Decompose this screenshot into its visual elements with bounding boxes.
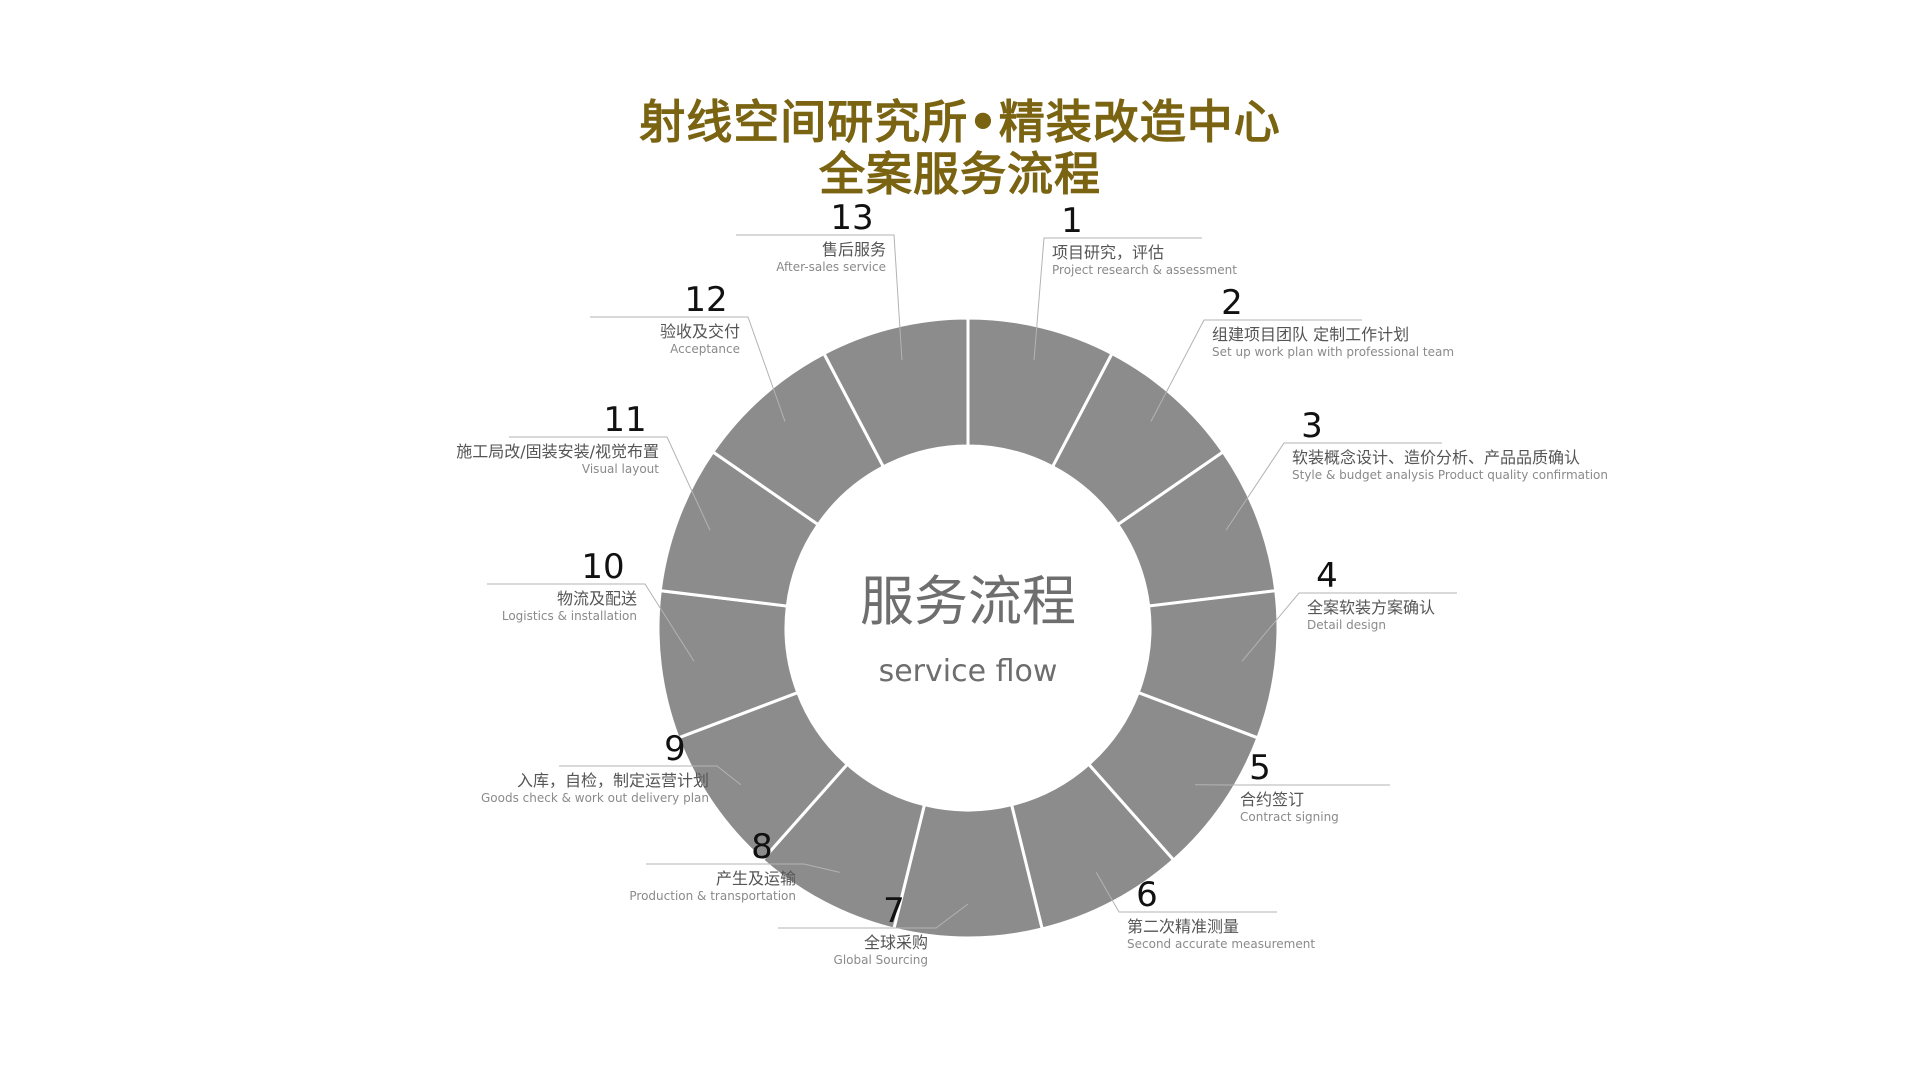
leader-line-13 <box>736 234 903 361</box>
step-label-zh: 施工局改/固装安装/视觉布置 <box>456 442 659 461</box>
step-number: 5 <box>1249 748 1271 788</box>
step-number: 6 <box>1136 875 1158 915</box>
step-label-en: After-sales service <box>776 260 886 274</box>
step-label-en: Logistics & installation <box>502 609 637 623</box>
step-label-zh: 入库，自检，制定运营计划 <box>517 771 709 790</box>
step-number: 11 <box>603 400 646 440</box>
leader-line-7 <box>778 903 969 929</box>
step-number: 9 <box>664 729 686 769</box>
step-label-zh: 项目研究，评估 <box>1052 243 1164 262</box>
ring-segment-13 <box>821 316 970 469</box>
step-number: 2 <box>1221 283 1243 323</box>
step-number: 10 <box>581 547 624 587</box>
step-label-zh: 售后服务 <box>822 240 886 259</box>
step-label-zh: 第二次精准测量 <box>1127 917 1239 936</box>
center-title: 服务流程 <box>860 570 1076 633</box>
step-number: 4 <box>1316 556 1338 596</box>
leader-line-12 <box>590 316 786 422</box>
step-label-zh: 软装概念设计、造价分析、产品品质确认 <box>1292 448 1580 467</box>
leader-line-8 <box>646 863 840 873</box>
leader-line-2 <box>1150 319 1362 422</box>
step-label-en: Goods check & work out delivery plan <box>481 791 709 805</box>
step-label-zh: 验收及交付 <box>660 322 740 341</box>
step-label-en: Production & transportation <box>629 889 796 903</box>
step-number: 1 <box>1061 201 1083 241</box>
step-label-en: Global Sourcing <box>834 953 928 967</box>
step-label-en: Style & budget analysis Product quality … <box>1292 468 1608 482</box>
leader-line-11 <box>509 436 711 531</box>
step-label-en: Project research & assessment <box>1052 263 1237 277</box>
step-label-zh: 全案软装方案确认 <box>1307 598 1435 617</box>
leader-line-4 <box>1241 592 1457 662</box>
step-label-en: Acceptance <box>670 342 740 356</box>
step-label-zh: 全球采购 <box>864 933 928 952</box>
step-label-zh: 产生及运输 <box>716 869 796 888</box>
leader-line-10 <box>487 583 695 662</box>
step-label-zh: 合约签订 <box>1240 790 1304 809</box>
center-subtitle: service flow <box>879 654 1058 689</box>
leader-line-6 <box>1095 872 1277 913</box>
step-label-zh: 组建项目团队 定制工作计划 <box>1212 325 1409 344</box>
step-number: 13 <box>830 198 873 238</box>
step-number: 7 <box>883 891 905 931</box>
ring-segments <box>656 316 1280 940</box>
step-label-en: Detail design <box>1307 618 1386 632</box>
step-label-en: Visual layout <box>582 462 659 476</box>
leader-line-1 <box>1033 237 1202 361</box>
step-label-en: Contract signing <box>1240 810 1339 824</box>
step-label-en: Second accurate measurement <box>1127 937 1315 951</box>
step-number: 12 <box>684 280 727 320</box>
step-label-en: Set up work plan with professional team <box>1212 345 1454 359</box>
leader-line-9 <box>559 765 742 786</box>
step-number: 3 <box>1301 406 1323 446</box>
step-label-zh: 物流及配送 <box>557 589 637 608</box>
title-line-1: 射线空间研究所•精装改造中心 <box>639 95 1281 149</box>
step-number: 8 <box>751 827 773 867</box>
title-line-2: 全案服务流程 <box>819 147 1101 201</box>
leader-line-3 <box>1225 442 1442 531</box>
